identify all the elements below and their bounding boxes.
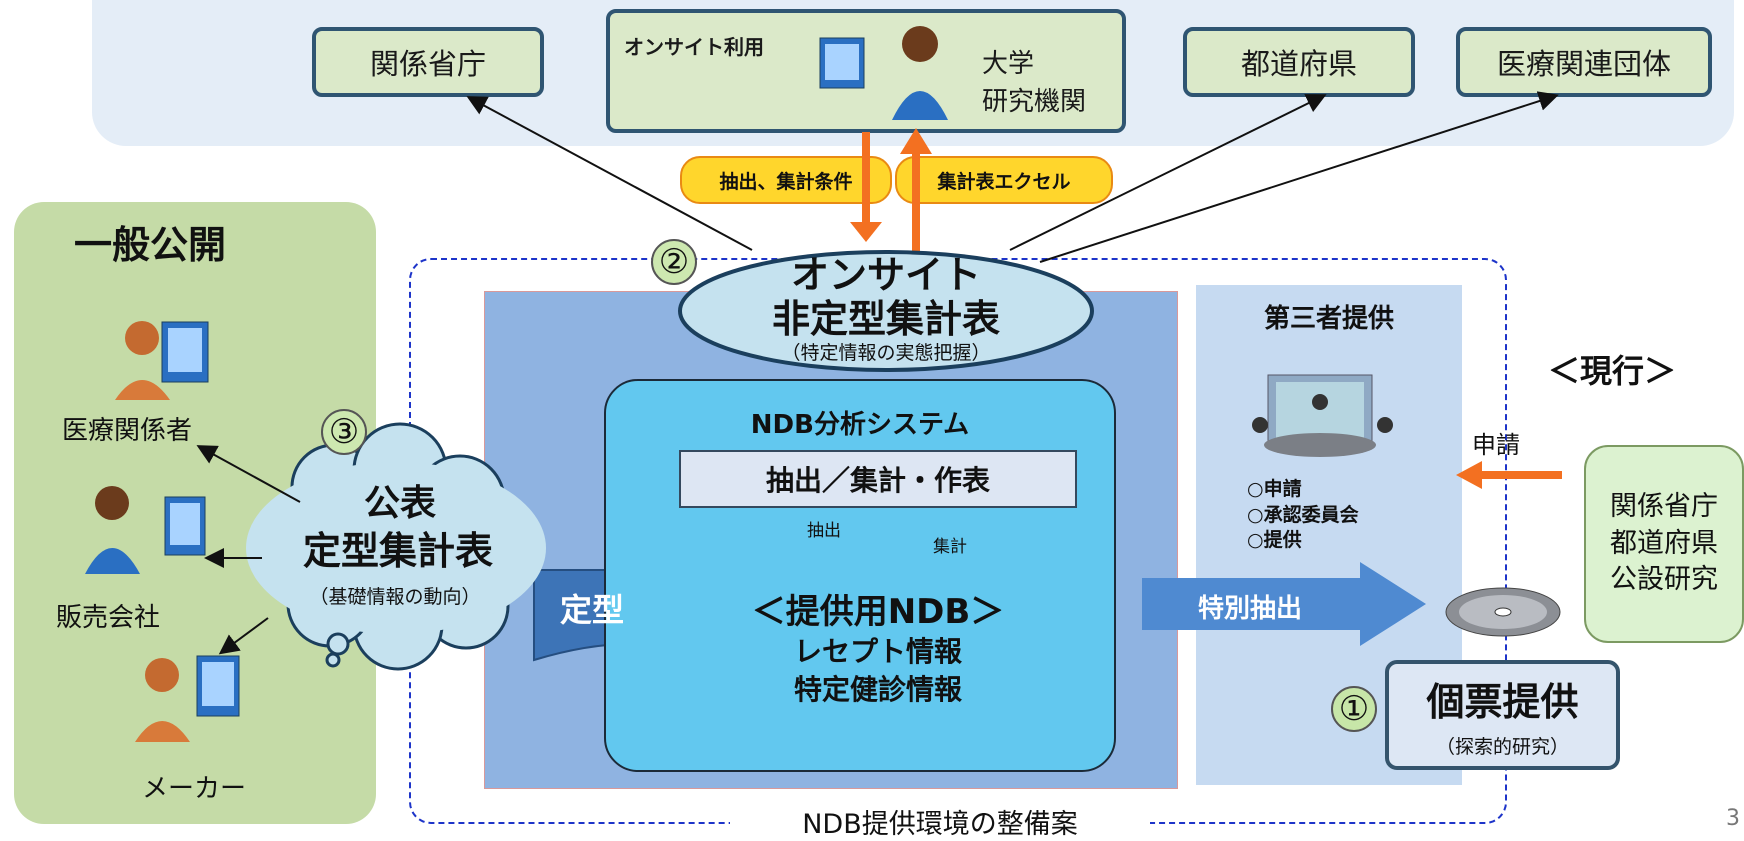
medical-orgs-box: 医療関連団体	[1456, 27, 1712, 97]
publication-cloud	[246, 422, 546, 671]
ministries-label: 関係省庁	[369, 47, 486, 81]
current-label: ＜現行＞	[1548, 352, 1677, 390]
orange-arrows-onsite	[850, 128, 932, 254]
specific-info-label: （特定情報の実態把握）	[781, 342, 991, 364]
receipt-info-label: レセプト情報	[793, 635, 962, 668]
page-number: 3	[1726, 806, 1740, 831]
applicant-public-research: 公設研究	[1610, 564, 1718, 596]
extract-aggregate-label: 抽出／集計・作表	[765, 464, 990, 497]
third-party-title: 第三者提供	[1263, 304, 1394, 334]
manufacturer-label: メーカー	[142, 774, 247, 804]
medical-staff-label: 医療関係者	[62, 416, 193, 446]
ndb-analysis-system-box	[604, 379, 1116, 772]
arrow-to-ministries	[466, 96, 753, 251]
approval-meeting-image	[1252, 374, 1393, 457]
prefectures-box: 都道府県	[1183, 27, 1415, 97]
aggregate-arrow-label: 集計	[933, 537, 967, 557]
ndb-system-title: NDB分析システム	[750, 410, 970, 440]
special-extract-arrow	[1142, 562, 1426, 646]
excel-pill: 集計表エクセル	[895, 156, 1113, 204]
number-2: ②	[658, 242, 690, 282]
sales-company-label: 販売会社	[56, 603, 161, 633]
ndb-db-title: ＜提供用NDB＞	[751, 592, 1005, 632]
applicant-prefectures: 都道府県	[1610, 527, 1718, 559]
third-party-steps: ○申請 ○承認委員会 ○提供	[1247, 477, 1359, 554]
onsite-title: オンサイト	[790, 253, 981, 297]
cd-disc-icon	[1445, 587, 1561, 637]
applicants-box: 関係省庁 都道府県 公設研究	[1584, 445, 1744, 643]
general-public-title: 一般公開	[74, 223, 227, 267]
special-extract-label: 特別抽出	[1197, 594, 1302, 624]
arrow-to-medical-staff	[196, 445, 301, 503]
researcher-figure	[819, 26, 948, 120]
extract-conditions-pill: 抽出、集計条件	[680, 156, 892, 204]
health-check-info-label: 特定健診情報	[793, 673, 962, 706]
teikei-label: 定型	[559, 591, 624, 629]
medical-staff-figure	[115, 321, 209, 400]
step-application: ○申請	[1247, 478, 1302, 500]
application-arrow-body	[1480, 471, 1562, 479]
onsite-use-box: オンサイト利用 大学 研究機関	[606, 9, 1126, 133]
number-2-badge: ②	[651, 239, 697, 285]
diagram-caption: NDB提供環境の整備案	[730, 806, 1150, 840]
non-fixed-table-title: 非定型集計表	[771, 297, 1000, 341]
ministries-box: 関係省庁	[312, 27, 544, 97]
applicant-ministries: 関係省庁	[1610, 491, 1718, 523]
manufacturer-figure	[135, 655, 240, 742]
number-3-badge: ③	[321, 409, 367, 455]
exploratory-research-label: （探索的研究）	[1435, 736, 1569, 758]
arrow-to-prefectures	[1009, 94, 1327, 251]
extract-conditions-label: 抽出、集計条件	[719, 170, 853, 193]
arrow-to-manufacturer	[218, 617, 269, 655]
medical-orgs-label: 医療関連団体	[1496, 47, 1671, 81]
extract-arrow-label: 抽出	[807, 521, 841, 541]
onsite-ellipse	[678, 250, 1094, 372]
step-provision: ○提供	[1247, 529, 1302, 552]
sales-company-figure	[85, 486, 206, 574]
prefectures-label: 都道府県	[1240, 47, 1357, 81]
arrow-to-medical-orgs	[1039, 91, 1559, 263]
number-1-badge: ①	[1331, 686, 1377, 732]
number-3: ③	[328, 412, 360, 452]
basic-info-trend-label: （基礎情報の動向）	[309, 586, 481, 608]
university-label: 大学	[982, 49, 1035, 79]
research-institute-label: 研究機関	[982, 87, 1087, 117]
application-label: 申請	[1472, 431, 1520, 459]
publication-label: 公表	[363, 483, 436, 524]
number-1: ①	[1338, 689, 1370, 729]
step-approval-committee: ○承認委員会	[1247, 503, 1359, 526]
onsite-use-label: オンサイト利用	[624, 35, 764, 59]
individual-record-box: 個票提供 （探索的研究）	[1385, 660, 1620, 770]
application-arrow-head	[1456, 461, 1482, 489]
extract-aggregate-box: 抽出／集計・作表	[679, 450, 1077, 508]
individual-record-title: 個票提供	[1426, 680, 1579, 724]
excel-label: 集計表エクセル	[937, 170, 1071, 193]
fixed-table-label: 定型集計表	[302, 529, 493, 573]
